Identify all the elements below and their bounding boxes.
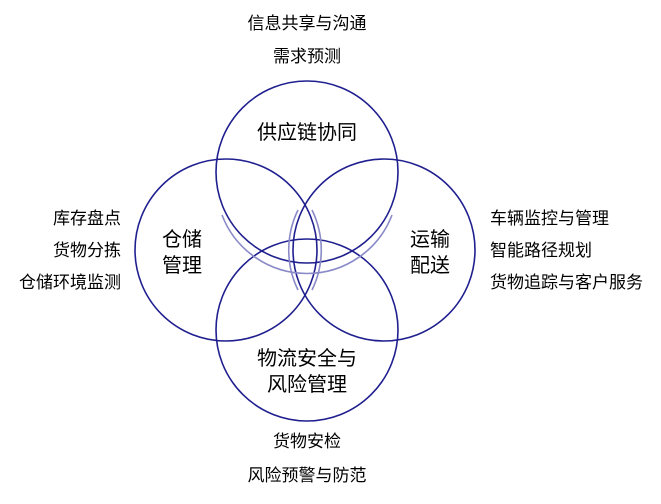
circle-safety xyxy=(215,238,399,422)
label-supply-chain: 供应链协同 xyxy=(257,120,357,144)
label-safety-line2: 风险管理 xyxy=(267,372,347,396)
bottom-item-1: 货物安检 xyxy=(273,432,341,452)
right-item-2: 智能路径规划 xyxy=(490,241,592,261)
label-warehouse-line1: 仓储 xyxy=(162,227,202,251)
circle-transport xyxy=(292,158,476,342)
label-safety-line1: 物流安全与 xyxy=(257,346,357,370)
top-item-1: 信息共享与沟通 xyxy=(247,14,367,34)
circle-supply-chain xyxy=(215,80,399,264)
left-item-2: 货物分拣 xyxy=(53,241,121,261)
label-transport-line2: 配送 xyxy=(410,253,450,277)
overlap-arc-top-bottom xyxy=(221,214,393,275)
top-item-2: 需求预测 xyxy=(273,47,341,67)
bottom-item-2: 风险预警与防范 xyxy=(247,466,367,486)
overlap-arc-right xyxy=(288,209,299,291)
overlap-arc-left xyxy=(311,209,322,291)
circle-warehouse xyxy=(134,158,318,342)
right-item-3: 货物追踪与客户服务 xyxy=(490,273,643,293)
right-item-1: 车辆监控与管理 xyxy=(490,209,609,229)
label-warehouse-line2: 管理 xyxy=(162,253,202,277)
label-transport-line1: 运输 xyxy=(410,227,450,251)
left-item-3: 仓储环境监测 xyxy=(19,273,121,293)
left-item-1: 库存盘点 xyxy=(53,209,121,229)
